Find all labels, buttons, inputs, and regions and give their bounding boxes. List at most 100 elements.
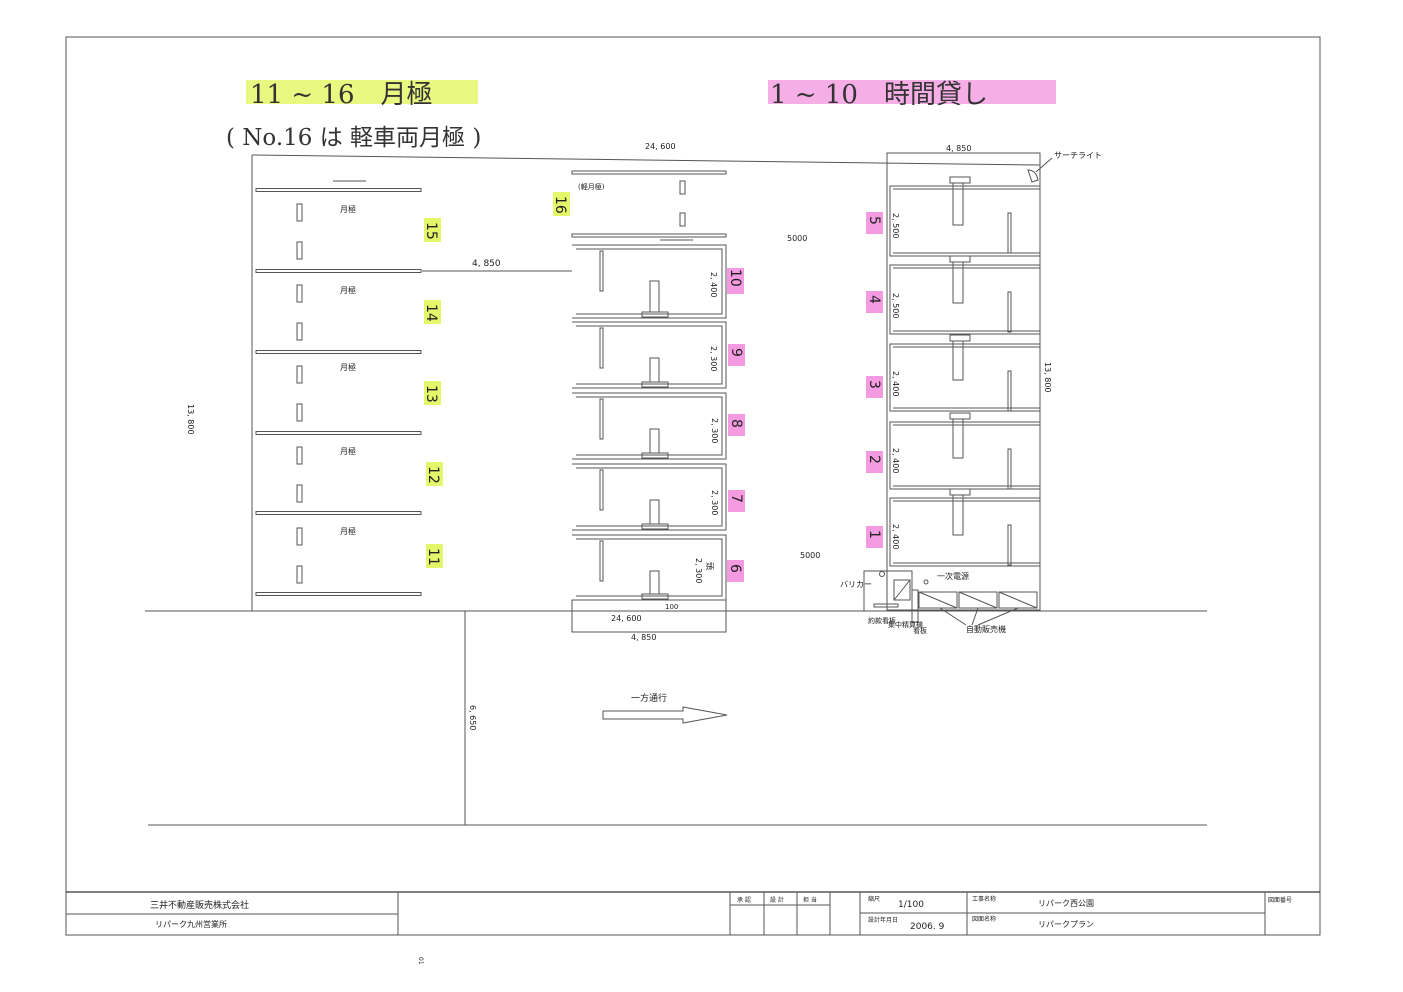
stall-number-10: 10 bbox=[727, 268, 744, 294]
wheel-stop bbox=[296, 403, 303, 422]
approval-header: 承 認 bbox=[737, 896, 751, 904]
wheel-stop bbox=[296, 527, 303, 546]
stall-number-4: 4 bbox=[866, 291, 883, 313]
svg-text:9: 9 bbox=[728, 348, 744, 357]
stall-divider bbox=[599, 250, 604, 292]
stall-divider bbox=[255, 188, 422, 192]
equipment-area bbox=[863, 570, 1038, 626]
date-value: 2006. 9 bbox=[910, 922, 945, 932]
stall-width: 2, 300 bbox=[694, 558, 703, 583]
stall-16-label: (軽月極) bbox=[578, 182, 605, 191]
bottom-strip bbox=[571, 599, 727, 633]
hourly-highlight bbox=[768, 80, 1056, 104]
lock-plate bbox=[649, 570, 660, 595]
flap-lock bbox=[949, 412, 971, 420]
stall-width: 2, 300 bbox=[710, 490, 719, 515]
svg-text:16: 16 bbox=[552, 196, 568, 214]
lock-plate bbox=[649, 428, 660, 454]
dim-top-total: 24, 600 bbox=[645, 142, 676, 151]
stall-divider bbox=[599, 469, 604, 511]
flap-lock bbox=[949, 488, 971, 496]
svg-text:10: 10 bbox=[727, 269, 743, 287]
pay-machine-label: 集中精算機 bbox=[888, 620, 923, 629]
svg-text:14: 14 bbox=[423, 304, 439, 322]
parking-stall bbox=[572, 392, 727, 460]
wheel-stop bbox=[679, 180, 686, 195]
svg-text:6: 6 bbox=[727, 564, 743, 573]
wheel-stop bbox=[296, 446, 303, 465]
stall-type-label: 月極 bbox=[340, 526, 356, 536]
stall-number-1: 1 bbox=[866, 526, 883, 548]
stall-number-5: 5 bbox=[866, 212, 883, 234]
parking-stall bbox=[572, 463, 727, 531]
parking-stall bbox=[889, 185, 1041, 257]
wheel-stop bbox=[679, 212, 686, 227]
svg-text:1: 1 bbox=[866, 530, 882, 539]
stall-number-8: 8 bbox=[728, 414, 745, 436]
project-name: リパーク西公園 bbox=[1038, 899, 1094, 908]
svg-text:4: 4 bbox=[866, 295, 882, 304]
flap-lock bbox=[949, 176, 971, 184]
vending-machines bbox=[918, 591, 1038, 626]
site-boundary bbox=[145, 152, 1207, 826]
company-name: 三井不動産販売株式会社 bbox=[150, 899, 249, 911]
dim-road-width: 6, 650 bbox=[468, 705, 477, 730]
stall-number-6: 6 bbox=[727, 560, 744, 582]
monthly-highlight bbox=[246, 80, 478, 104]
svg-text:11: 11 bbox=[425, 548, 441, 566]
wheel-stop bbox=[296, 203, 303, 222]
stall-divider bbox=[1007, 291, 1012, 333]
stall-divider bbox=[571, 233, 727, 238]
flap-lock bbox=[641, 523, 669, 530]
sign-label: 看板 bbox=[913, 626, 927, 635]
svg-text:7: 7 bbox=[728, 494, 744, 503]
lock-plate bbox=[649, 357, 660, 383]
drawing-name: リパークプラン bbox=[1038, 920, 1094, 929]
office-name: リパーク九州営業所 bbox=[155, 919, 227, 929]
one-way-arrow-icon bbox=[602, 706, 728, 724]
stall-divider bbox=[599, 540, 604, 582]
stall-type-label: 月極 bbox=[340, 285, 356, 295]
stall-number-9: 9 bbox=[728, 344, 745, 366]
left-parking-block bbox=[255, 180, 422, 596]
wheel-stop bbox=[296, 365, 303, 384]
flap-lock bbox=[641, 311, 669, 318]
scale-value: 1/100 bbox=[898, 900, 924, 910]
svg-text:13: 13 bbox=[423, 385, 439, 403]
lock-plate bbox=[649, 280, 660, 313]
charge-header: 担 当 bbox=[803, 896, 817, 904]
stall-width: 2, 400 bbox=[891, 448, 900, 473]
flap-lock bbox=[641, 381, 669, 388]
stall-divider bbox=[255, 269, 422, 273]
flap-lock bbox=[949, 334, 971, 342]
stall-width: 2, 300 bbox=[709, 346, 718, 371]
stall-width: 2, 400 bbox=[891, 371, 900, 396]
flap-lock bbox=[641, 593, 669, 600]
stall-divider bbox=[1007, 448, 1012, 490]
searchlight-icon bbox=[1027, 157, 1053, 183]
stall-width: 2, 300 bbox=[710, 418, 719, 443]
stall-divider bbox=[255, 431, 422, 435]
barrier-label: バリカー bbox=[840, 580, 872, 589]
wheel-stop bbox=[296, 322, 303, 341]
stall-divider bbox=[1007, 370, 1012, 412]
vending-label: 自動販売機 bbox=[966, 624, 1006, 634]
stall-divider bbox=[571, 170, 727, 175]
stall-note: 頭 bbox=[705, 562, 714, 570]
flap-lock bbox=[641, 452, 669, 459]
parking-stall bbox=[889, 497, 1041, 567]
stall-divider bbox=[599, 398, 604, 440]
stall-number-7: 7 bbox=[728, 490, 745, 512]
stall-divider bbox=[255, 350, 422, 354]
project-label: 工事名称 bbox=[972, 895, 996, 903]
dim-bottom-small: 100 bbox=[665, 603, 678, 611]
stall-number-2: 2 bbox=[866, 451, 883, 473]
stall-number-11: 11 bbox=[425, 544, 443, 568]
stall-divider bbox=[255, 592, 422, 596]
hourly-header: 1 ~ 10 時間貸し bbox=[770, 80, 988, 110]
parking-stall bbox=[572, 321, 727, 389]
stall-type-label: 月極 bbox=[340, 362, 356, 372]
drawing-number-label: 図面番号 bbox=[1268, 897, 1292, 904]
svg-text:12: 12 bbox=[425, 466, 441, 484]
monthly-header: 11 ~ 16 月極 bbox=[250, 80, 432, 110]
